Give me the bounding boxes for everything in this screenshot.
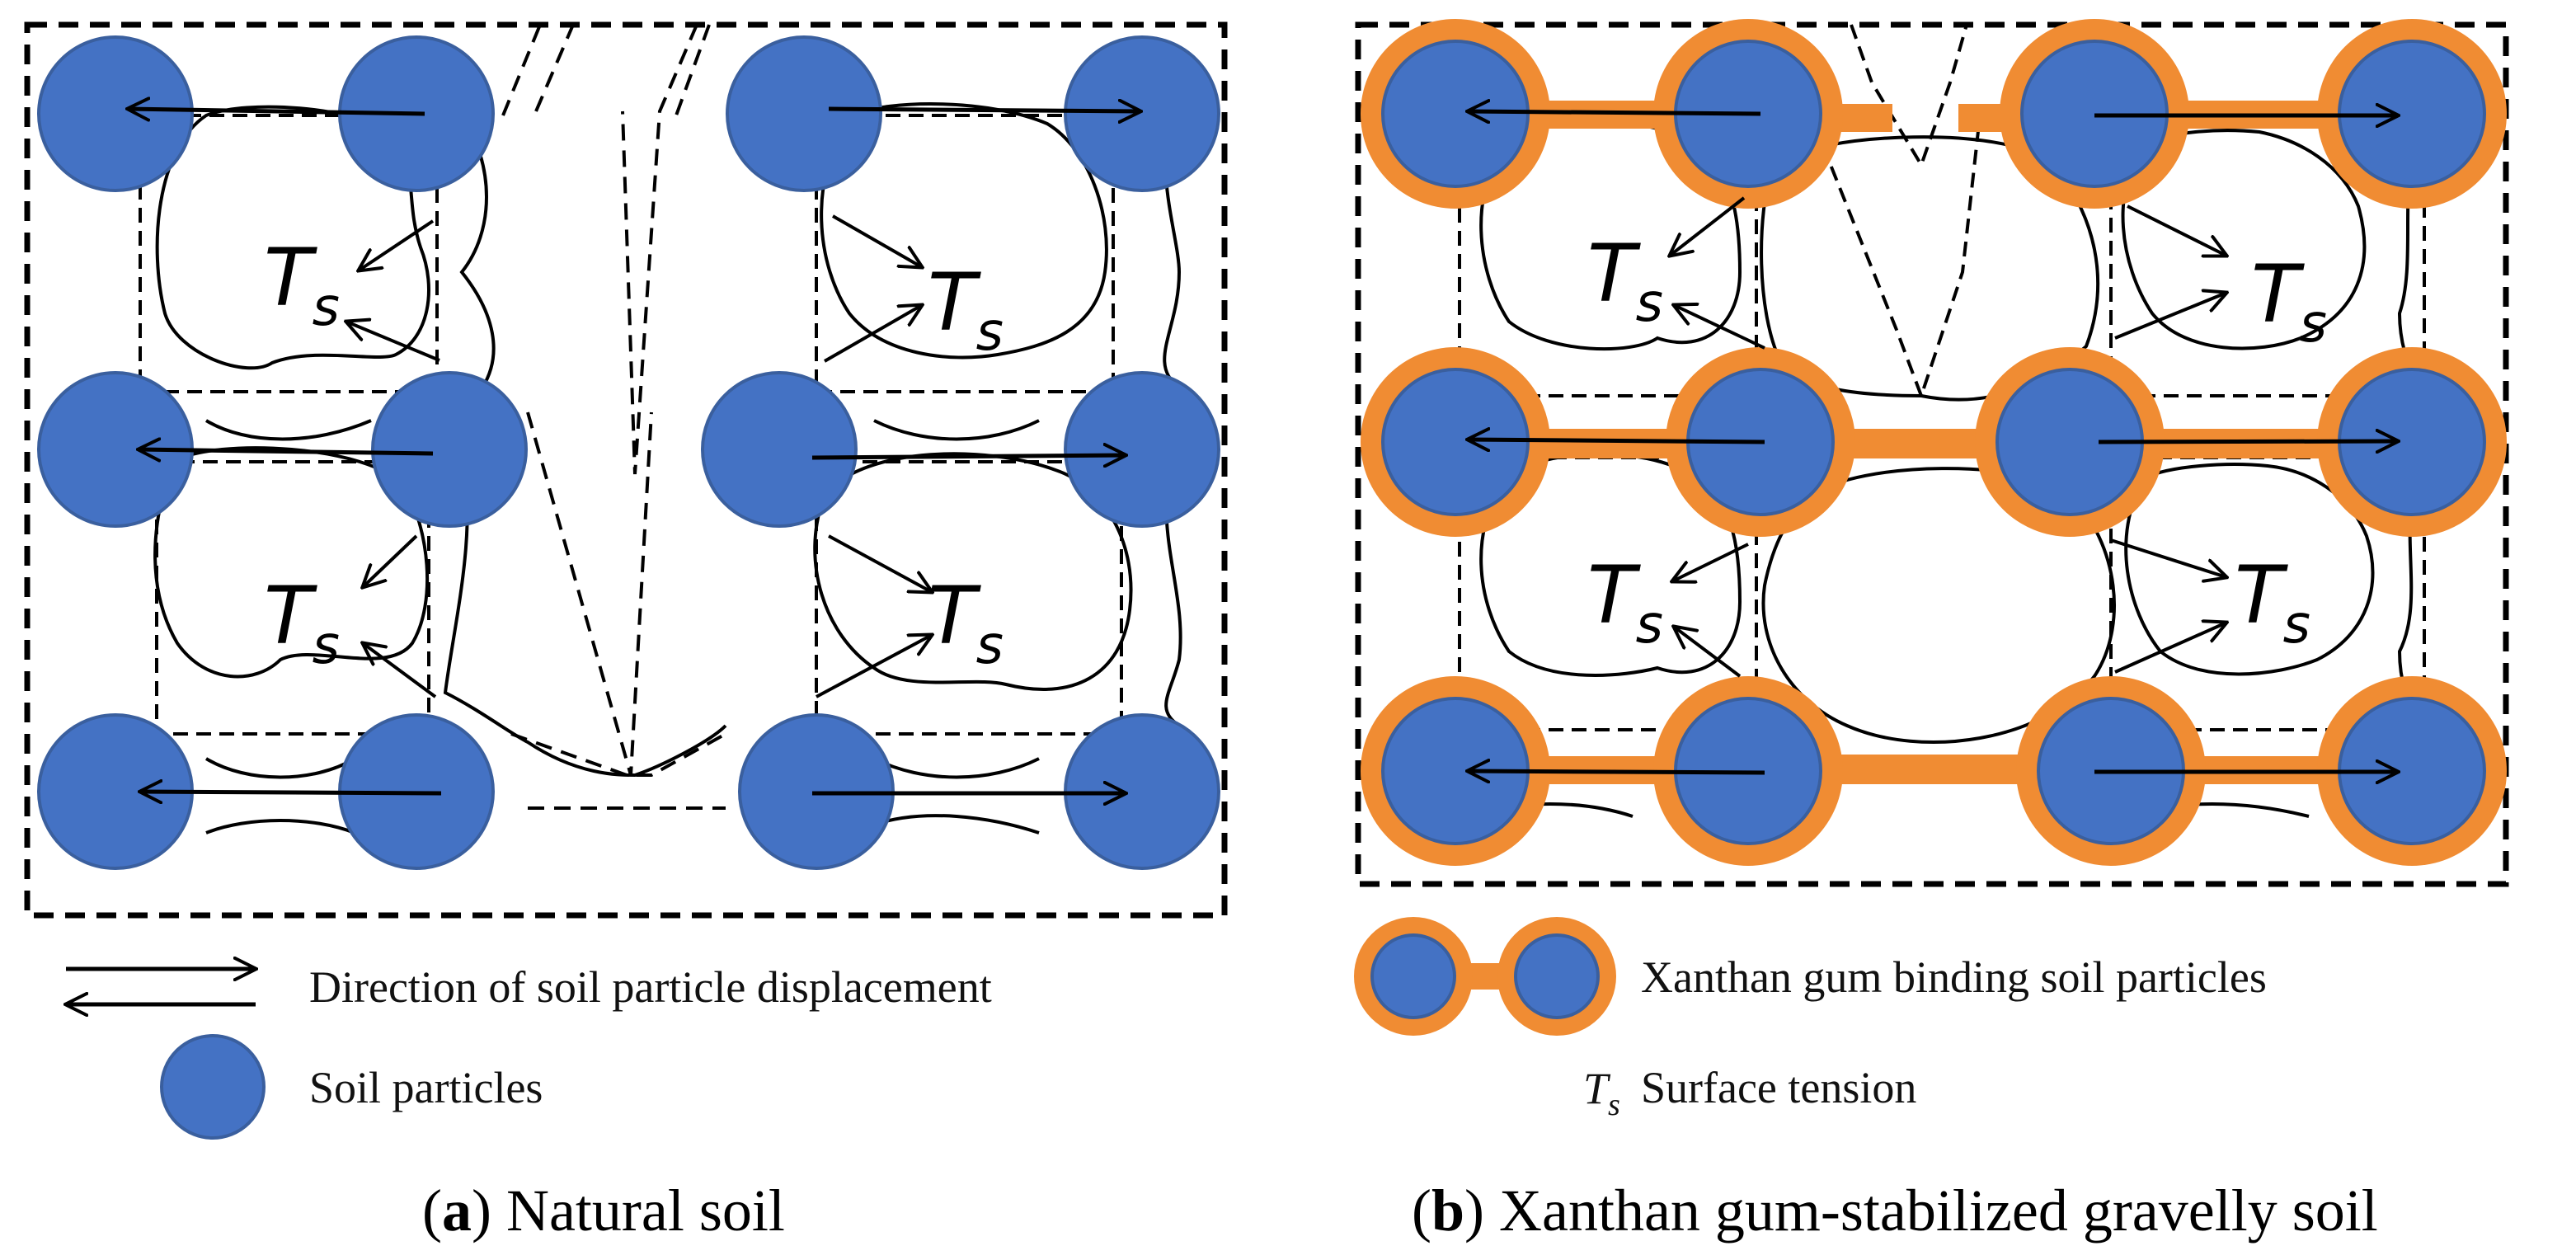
panel-a-boundary — [24, 21, 1228, 919]
soil-particles-a — [37, 35, 1220, 870]
soil-particle — [371, 371, 528, 528]
caption-b: (b) Xanthan gum-stabilized gravelly soil — [1412, 1178, 2378, 1244]
ts-label: Ts — [1587, 228, 1663, 334]
legend-particle-label: Soil particles — [309, 1063, 543, 1112]
panel-b-xanthan-soil: Ts Ts Ts Ts — [1355, 19, 2509, 887]
ts-label: Ts — [264, 232, 340, 338]
displacement-arrow — [140, 792, 442, 793]
soil-particle — [1381, 40, 1530, 188]
legend: Direction of soil particle displacement … — [66, 917, 2267, 1140]
meniscus-outlines-b — [1467, 120, 2422, 818]
ts-label: Ts — [928, 256, 1004, 363]
ts-labels-a: Ts Ts Ts Ts — [264, 232, 1004, 676]
pore-frames-a — [139, 114, 1123, 736]
displacement-arrow — [828, 109, 1140, 111]
legend-arrow-symbol — [66, 969, 256, 1004]
legend-ts-symbol: Ts — [1583, 1064, 1620, 1122]
displacement-arrow — [139, 449, 434, 454]
ts-label: Ts — [1587, 549, 1663, 656]
soil-particle — [1381, 368, 1530, 516]
ts-label: Ts — [928, 570, 1004, 676]
legend-xanthan-icon — [1354, 917, 1616, 1036]
tension-arrows-b — [1670, 196, 2226, 678]
ts-labels-b: Ts Ts Ts Ts — [1587, 228, 2327, 656]
crack-a — [501, 24, 726, 810]
legend-xanthan-label: Xanthan gum binding soil particles — [1641, 952, 2267, 1002]
displacement-arrow — [811, 455, 1126, 458]
displacement-arrow — [1468, 111, 1761, 114]
meniscus-outlines-a — [153, 102, 1182, 835]
legend-arrow-label: Direction of soil particle displacement — [309, 962, 992, 1012]
displacement-arrow — [128, 109, 425, 114]
tension-arrows-a — [346, 214, 932, 698]
ts-label: Ts — [264, 570, 340, 676]
displacement-arrow — [2098, 441, 2398, 442]
soil-particle — [1064, 371, 1220, 528]
soil-particle — [1064, 35, 1220, 192]
soil-particle — [701, 371, 858, 528]
ts-label: Ts — [2235, 549, 2310, 656]
displacement-arrows-a — [128, 109, 1140, 793]
crack-b — [1812, 24, 1981, 401]
legend-ts-label: Surface tension — [1641, 1063, 1916, 1112]
panel-a-natural-soil: Ts Ts Ts Ts — [24, 21, 1228, 919]
displacement-arrow — [1468, 771, 1765, 773]
caption-a: (a) Natural soil — [422, 1178, 785, 1244]
displacement-arrow — [1468, 440, 1765, 442]
soil-particle — [37, 35, 194, 192]
displacement-arrows-b — [1468, 111, 2398, 773]
legend-particle-icon — [160, 1034, 266, 1140]
ts-label: Ts — [2251, 248, 2327, 355]
soil-particle — [726, 35, 882, 192]
